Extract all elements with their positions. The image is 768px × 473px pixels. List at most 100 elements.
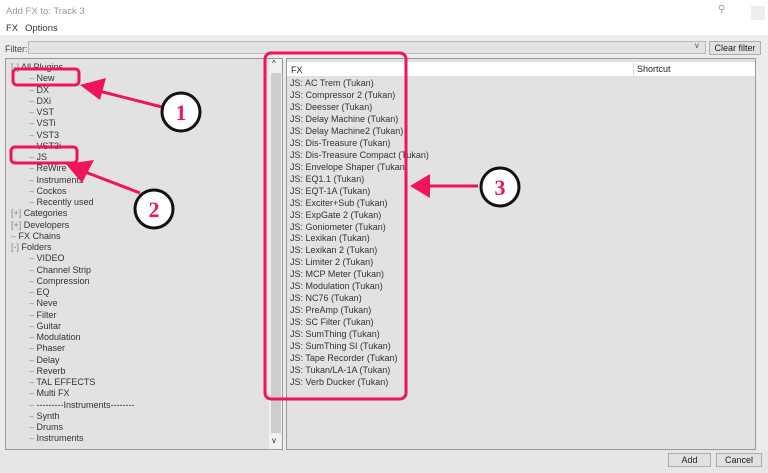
- chevron-down-icon[interactable]: v: [272, 436, 276, 445]
- add-button[interactable]: Add: [668, 453, 711, 467]
- chevron-down-icon[interactable]: ∨: [694, 41, 700, 50]
- fx-list-item[interactable]: JS: Compressor 2 (Tukan): [290, 89, 396, 100]
- fx-list-item[interactable]: JS: Modulation (Tukan): [290, 281, 383, 292]
- tree-line: –: [29, 343, 37, 354]
- fx-list-item[interactable]: JS: Lexikan 2 (Tukan): [290, 245, 378, 256]
- tree-item[interactable]: – Cockos: [29, 186, 67, 197]
- tree-item[interactable]: – VST3: [29, 130, 59, 141]
- close-icon[interactable]: [751, 6, 765, 20]
- title-bar: Add FX to: Track 3 FX Options ⚲: [0, 0, 768, 35]
- tree-item[interactable]: – Delay: [29, 355, 60, 366]
- fx-list-item[interactable]: JS: Deesser (Tukan): [290, 101, 373, 112]
- expander-icon[interactable]: [-]: [11, 242, 22, 252]
- pin-icon[interactable]: ⚲: [718, 4, 726, 15]
- expander-icon[interactable]: [-]: [11, 62, 22, 72]
- expander-icon[interactable]: [+]: [11, 219, 24, 230]
- fx-list-item[interactable]: JS: Dis-Treasure Compact (Tukan): [290, 149, 429, 160]
- menu-options[interactable]: Options: [25, 23, 58, 34]
- tree-item[interactable]: – Channel Strip: [29, 265, 91, 276]
- tree-line: –: [29, 95, 37, 106]
- tree-item[interactable]: [-] Folders: [11, 242, 52, 253]
- clear-filter-button[interactable]: Clear filter: [709, 41, 761, 55]
- tree-item-label: VIDEO: [36, 253, 65, 264]
- tree-line: –: [29, 275, 37, 286]
- tree-line: –: [29, 388, 37, 399]
- tree-item[interactable]: – Multi FX: [29, 388, 70, 399]
- tree-item[interactable]: – Neve: [29, 298, 58, 309]
- fx-list-item[interactable]: JS: Exciter+Sub (Tukan): [290, 197, 388, 208]
- fx-list-item[interactable]: JS: Tukan/LA-1A (Tukan): [290, 365, 391, 376]
- column-shortcut[interactable]: Shortcut: [633, 62, 671, 77]
- tree-item[interactable]: – DXi: [29, 96, 51, 107]
- tree-line: –: [29, 309, 37, 320]
- menu-fx[interactable]: FX: [6, 23, 19, 34]
- tree-item[interactable]: – Guitar: [29, 321, 61, 332]
- chevron-up-icon[interactable]: ^: [272, 59, 276, 68]
- tree-item[interactable]: – TAL EFFECTS: [29, 377, 95, 388]
- tree-item[interactable]: [+] Developers: [11, 220, 69, 231]
- tree-line: –: [29, 298, 37, 309]
- tree-item[interactable]: – Recently used: [29, 197, 94, 208]
- tree-item-label: Recently used: [36, 197, 94, 207]
- fx-list-item[interactable]: JS: PreAmp (Tukan): [290, 305, 372, 316]
- fx-list-item[interactable]: JS: Limiter 2 (Tukan): [290, 257, 374, 268]
- fx-list-item[interactable]: JS: MCP Meter (Tukan): [290, 269, 385, 280]
- tree-item[interactable]: – Modulation: [29, 332, 81, 343]
- tree-item[interactable]: – Instruments: [29, 175, 84, 186]
- fx-list-item[interactable]: JS: NC76 (Tukan): [290, 293, 362, 304]
- column-fx[interactable]: FX: [291, 65, 303, 75]
- tree-item[interactable]: – Instruments: [29, 433, 84, 444]
- tree-item[interactable]: – Drums: [29, 422, 63, 433]
- tree-item[interactable]: – EQ: [29, 287, 50, 298]
- tree-item[interactable]: – Reverb: [29, 366, 66, 377]
- tree-item-label: Drums: [36, 422, 64, 432]
- tree-item[interactable]: – JS: [29, 152, 47, 163]
- fx-list-item[interactable]: JS: ExpGate 2 (Tukan): [290, 209, 382, 220]
- tree-scrollbar[interactable]: ^ v: [269, 59, 282, 449]
- arrowhead-2: [66, 160, 94, 183]
- fx-list-item[interactable]: JS: Delay Machine2 (Tukan): [290, 125, 404, 136]
- tree-item[interactable]: – VST: [29, 107, 54, 118]
- tree-item[interactable]: – Synth: [29, 411, 60, 422]
- fx-list-item[interactable]: JS: SumThing (Tukan): [290, 329, 380, 340]
- tree-item[interactable]: – VIDEO: [29, 253, 65, 264]
- tree-item[interactable]: – ReWire: [29, 163, 67, 174]
- tree-item-label: FX Chains: [18, 230, 61, 241]
- fx-list-item[interactable]: JS: Lexikan (Tukan): [290, 233, 370, 244]
- scroll-thumb[interactable]: [271, 73, 281, 433]
- tree-item[interactable]: – FX Chains: [11, 231, 61, 242]
- fx-list-item[interactable]: JS: AC Trem (Tukan): [290, 78, 374, 88]
- fx-list-item[interactable]: JS: SC Filter (Tukan): [290, 317, 374, 328]
- tree-item[interactable]: – Compression: [29, 276, 90, 287]
- tree-item[interactable]: – DX: [29, 85, 49, 96]
- bottom-bar: [0, 450, 768, 473]
- fx-list-item[interactable]: JS: Delay Machine (Tukan): [290, 113, 399, 124]
- fx-list-item[interactable]: JS: EQT-1A (Tukan): [290, 185, 371, 196]
- tree-item-label: Filter: [36, 309, 57, 320]
- tree-item[interactable]: – Filter: [29, 310, 57, 321]
- tree-item[interactable]: [-] All Plugins: [11, 62, 63, 73]
- fx-list-item[interactable]: JS: Envelope Shaper (Tukan): [290, 161, 408, 172]
- tree-item-label: Instruments: [36, 174, 84, 185]
- highlight-fx-list: [263, 51, 408, 401]
- tree-line: –: [29, 377, 37, 387]
- tree-item[interactable]: – New: [29, 73, 55, 84]
- fx-list-item[interactable]: JS: Dis-Treasure (Tukan): [290, 137, 391, 148]
- fx-list-item[interactable]: JS: Verb Ducker (Tukan): [290, 377, 389, 387]
- tree-item[interactable]: – Phaser: [29, 343, 65, 354]
- cancel-button[interactable]: Cancel: [716, 453, 762, 467]
- fx-list-item[interactable]: JS: SumThing SI (Tukan): [290, 341, 391, 352]
- category-tree: ^ v [-] All Plugins– New– DX– DXi– VST– …: [5, 58, 283, 450]
- fx-list-item[interactable]: JS: Tape Recorder (Tukan): [290, 353, 398, 364]
- tree-item[interactable]: – VSTi: [29, 118, 56, 129]
- fx-list-item[interactable]: JS: Goniometer (Tukan): [290, 221, 386, 232]
- tree-line: –: [29, 84, 37, 95]
- tree-item[interactable]: [+] Categories: [11, 208, 67, 219]
- tree-item[interactable]: – ---------Instruments--------: [29, 400, 134, 411]
- tree-item-label: Compression: [36, 275, 90, 286]
- expander-icon[interactable]: [+]: [11, 208, 24, 219]
- tree-line: –: [29, 287, 37, 297]
- tree-item-label: Categories: [23, 208, 68, 219]
- fx-list-item[interactable]: JS: EQ1.1 (Tukan): [290, 173, 365, 184]
